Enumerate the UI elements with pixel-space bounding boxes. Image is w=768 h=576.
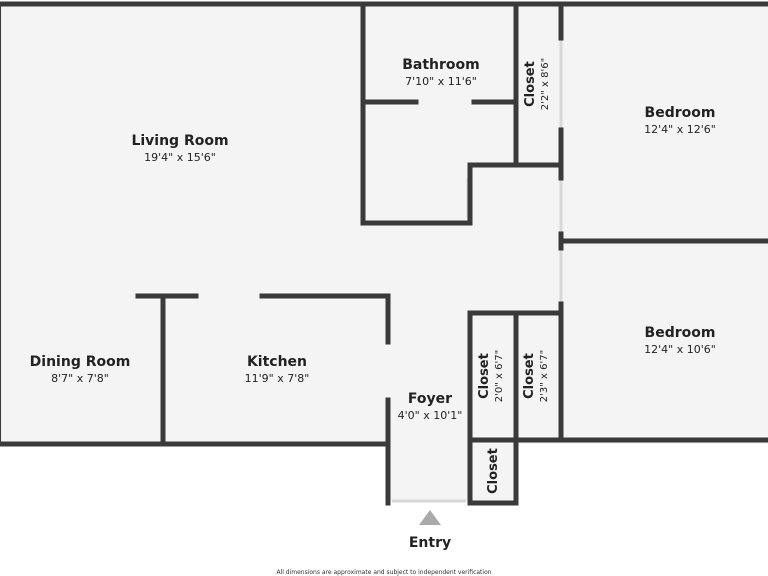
- entry-arrow-icon: [419, 510, 441, 525]
- entry-label: Entry: [408, 535, 452, 551]
- room-dimensions: 2'2" x 8'6": [540, 57, 551, 111]
- room-bedroom-top: Bedroom 12'4" x 12'6": [600, 104, 760, 137]
- room-name: Closet: [477, 353, 492, 399]
- room-name: Closet: [522, 353, 537, 399]
- room-kitchen: Kitchen 11'9" x 7'8": [207, 353, 347, 386]
- room-closet-foyer-right: Closet 2'3" x 6'7": [522, 336, 554, 416]
- room-dimensions: 2'3" x 6'7": [539, 349, 550, 403]
- room-name: Closet: [486, 448, 501, 494]
- room-dining-room: Dining Room 8'7" x 7'8": [10, 353, 150, 386]
- room-name: Living Room: [131, 133, 229, 149]
- room-foyer: Foyer 4'0" x 10'1": [380, 390, 480, 423]
- room-dimensions: 12'4" x 10'6": [644, 343, 716, 356]
- room-name: Closet: [523, 61, 538, 107]
- room-closet-foyer-left: Closet 2'0" x 6'7": [477, 336, 509, 416]
- room-living-room: Living Room 19'4" x 15'6": [100, 132, 260, 165]
- room-dimensions: 11'9" x 7'8": [244, 372, 310, 385]
- room-bedroom-bottom: Bedroom 12'4" x 10'6": [600, 324, 760, 357]
- room-name: Foyer: [407, 391, 453, 407]
- walls: [0, 1, 768, 506]
- room-dimensions: 2'0" x 6'7": [494, 349, 505, 403]
- room-bathroom: Bathroom 7'10" x 11'6": [381, 56, 501, 89]
- floor-area: [0, 4, 768, 502]
- room-dimensions: 7'10" x 11'6": [405, 75, 477, 88]
- room-dimensions: 19'4" x 15'6": [144, 151, 216, 164]
- room-dimensions: 8'7" x 7'8": [51, 372, 109, 385]
- room-closet-small: Closet: [486, 441, 502, 501]
- disclaimer-text: All dimensions are approximate and subje…: [276, 569, 492, 576]
- room-name: Kitchen: [246, 354, 308, 370]
- room-name: Bedroom: [644, 325, 716, 341]
- room-name: Dining Room: [29, 354, 131, 370]
- room-dimensions: 4'0" x 10'1": [397, 409, 463, 422]
- room-name: Bedroom: [644, 105, 716, 121]
- room-name: Bathroom: [402, 57, 480, 73]
- room-dimensions: 12'4" x 12'6": [644, 123, 716, 136]
- room-closet-top: Closet 2'2" x 8'6": [523, 44, 555, 124]
